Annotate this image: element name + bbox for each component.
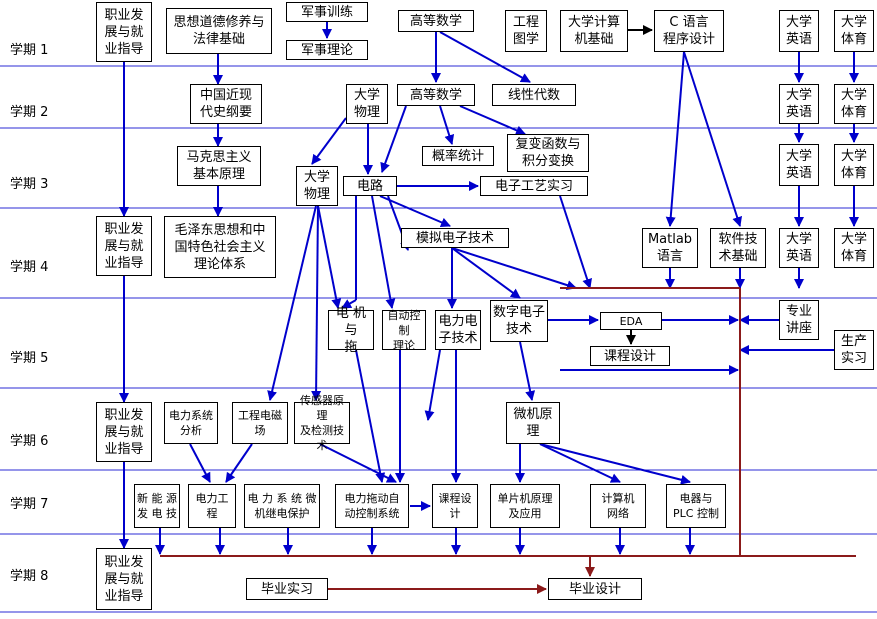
prerequisite-arrow — [225, 443, 253, 483]
course-graduation-practice[interactable]: 毕业实习 — [246, 578, 328, 600]
course-physics-2[interactable]: 大学 物理 — [296, 166, 338, 206]
course-motor-drive[interactable]: 电 机与 拖 — [328, 306, 374, 355]
prerequisite-arrow — [559, 195, 592, 289]
course-mcu[interactable]: 单片机原理 及应用 — [490, 484, 560, 528]
course-pe-4[interactable]: 大学 体育 — [834, 228, 874, 268]
course-mao-theory[interactable]: 毛泽东思想和中 国特色社会主义 理论体系 — [164, 216, 276, 278]
course-college-english-3[interactable]: 大学 英语 — [779, 144, 819, 186]
course-graduation-design[interactable]: 毕业设计 — [548, 578, 642, 600]
prerequisite-arrow — [311, 117, 347, 165]
prerequisite-arrow — [379, 195, 451, 228]
course-software-basics[interactable]: 软件技 术基础 — [710, 228, 766, 268]
course-eda[interactable]: EDA — [600, 312, 662, 330]
prerequisite-arrow — [539, 443, 691, 485]
course-production-practice[interactable]: 生产 实习 — [834, 330, 874, 370]
course-career-guidance-2[interactable]: 职业发 展与就 业指导 — [96, 216, 152, 276]
course-electronics-practice[interactable]: 电子工艺实习 — [480, 176, 588, 196]
course-matlab[interactable]: Matlab 语言 — [642, 228, 698, 268]
prerequisite-arrow — [317, 205, 342, 309]
prerequisite-arrow — [311, 205, 322, 401]
course-ethics-law[interactable]: 思想道德修养与 法律基础 — [166, 8, 272, 54]
course-pe-2[interactable]: 大学 体育 — [834, 84, 874, 124]
course-power-engineering[interactable]: 电力工 程 — [188, 484, 236, 528]
course-circuits[interactable]: 电路 — [343, 176, 397, 196]
course-course-design-1[interactable]: 课程设计 — [590, 346, 670, 366]
course-probability[interactable]: 概率统计 — [422, 146, 494, 166]
course-power-electronics[interactable]: 电力电 子技术 — [435, 310, 481, 350]
course-college-english-2[interactable]: 大学 英语 — [779, 84, 819, 124]
prerequisite-arrow — [267, 205, 317, 401]
course-advanced-math-2[interactable]: 高等数学 — [397, 84, 475, 106]
prerequisite-arrow — [424, 349, 441, 421]
prerequisite-arrow — [665, 51, 685, 227]
graduation-bus-lines — [160, 287, 856, 594]
course-power-system-analysis[interactable]: 电力系统 分析 — [164, 402, 218, 444]
prerequisite-arrow — [380, 105, 407, 173]
course-college-english-4[interactable]: 大学 英语 — [779, 228, 819, 268]
course-complex-functions[interactable]: 复变函数与 积分变换 — [507, 134, 589, 172]
course-drive-control-system[interactable]: 电力拖动自 动控制系统 — [335, 484, 409, 528]
course-special-lecture[interactable]: 专业 讲座 — [779, 300, 819, 340]
semester-label-7: 学期 7 — [10, 497, 49, 512]
prerequisite-arrow — [451, 247, 521, 299]
course-plc-control[interactable]: 电器与 PLC 控制 — [666, 484, 726, 528]
course-automatic-control[interactable]: 自动控制 理论 — [382, 309, 426, 352]
course-linear-algebra[interactable]: 线性代数 — [492, 84, 576, 106]
semester-label-6: 学期 6 — [10, 434, 49, 449]
course-advanced-math-1[interactable]: 高等数学 — [398, 10, 474, 32]
course-new-energy[interactable]: 新 能 源 发 电 技 — [134, 484, 180, 528]
prerequisite-arrow — [451, 247, 577, 290]
semester-label-2: 学期 2 — [10, 105, 49, 120]
prerequisite-arrow — [439, 105, 455, 145]
prerequisite-arrow — [371, 195, 396, 309]
course-college-english-1[interactable]: 大学 英语 — [779, 10, 819, 52]
course-computer-basics[interactable]: 大学计算 机基础 — [560, 10, 628, 52]
course-relay-protection[interactable]: 电 力 系 统 微 机继电保护 — [244, 484, 320, 528]
prerequisite-arrow — [189, 443, 211, 483]
course-pe-3[interactable]: 大学 体育 — [834, 144, 874, 186]
course-analog-electronics[interactable]: 模拟电子技术 — [401, 228, 509, 248]
course-course-project[interactable]: 课程设 计 — [432, 484, 478, 528]
semester-label-1: 学期 1 — [10, 43, 49, 58]
course-pe-1[interactable]: 大学 体育 — [834, 10, 874, 52]
course-engineering-drawing[interactable]: 工程 图学 — [505, 10, 547, 52]
course-c-programming[interactable]: C 语言 程序设计 — [654, 10, 724, 52]
prerequisite-arrow — [319, 443, 397, 483]
course-modern-history[interactable]: 中国近现 代史纲要 — [190, 84, 262, 124]
semester-label-4: 学期 4 — [10, 260, 49, 275]
course-career-guidance-1[interactable]: 职业发 展与就 业指导 — [96, 2, 152, 62]
course-career-guidance-3[interactable]: 职业发 展与就 业指导 — [96, 402, 152, 462]
prerequisite-arrow — [539, 443, 621, 483]
prerequisite-arrow — [341, 299, 357, 309]
prerequisite-arrow — [439, 31, 531, 83]
course-military-theory[interactable]: 军事理论 — [286, 40, 368, 60]
prerequisite-arrow — [683, 51, 743, 227]
course-military-training[interactable]: 军事训练 — [286, 2, 368, 22]
prerequisite-arrow — [459, 105, 526, 136]
course-digital-electronics[interactable]: 数字电子 技术 — [490, 300, 548, 342]
semester-label-8: 学期 8 — [10, 569, 49, 584]
course-computer-network[interactable]: 计算机 网络 — [590, 484, 646, 528]
course-microcomputer[interactable]: 微机原理 — [506, 402, 560, 444]
semester-label-3: 学期 3 — [10, 177, 49, 192]
semester-divider-lines — [0, 65, 877, 613]
prerequisite-arrow — [519, 341, 536, 401]
course-sensors[interactable]: 传感器原理 及检测技术 — [294, 394, 350, 452]
course-career-guidance-4[interactable]: 职业发 展与就 业指导 — [96, 548, 152, 610]
prerequisite-arrow — [355, 349, 386, 483]
course-electromagnetic-field[interactable]: 工程电磁 场 — [232, 402, 288, 444]
course-physics-1[interactable]: 大学 物理 — [346, 84, 388, 124]
course-marxism[interactable]: 马克思主义 基本原理 — [177, 146, 261, 186]
semester-label-5: 学期 5 — [10, 351, 49, 366]
prerequisite-arrows — [119, 22, 859, 555]
